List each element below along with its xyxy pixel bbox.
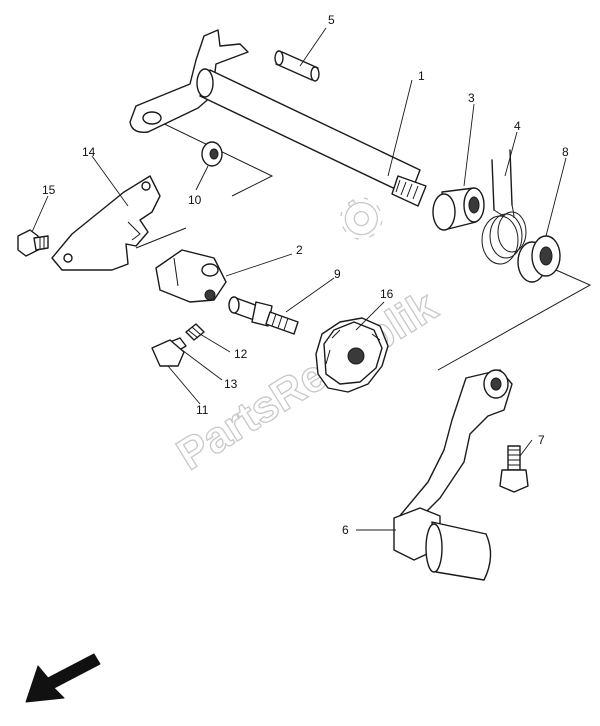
bolt-15 xyxy=(17,229,49,257)
watermark: PartsRepublik xyxy=(168,197,446,480)
plate xyxy=(51,175,161,271)
collar xyxy=(432,187,485,231)
callout-11: 11 xyxy=(196,403,209,417)
shaft-bracket xyxy=(129,29,249,133)
leader-lines xyxy=(31,27,567,531)
callout-10: 10 xyxy=(188,193,202,207)
callout-15: 15 xyxy=(42,183,56,197)
callout-7: 7 xyxy=(538,433,545,447)
callout-4: 4 xyxy=(514,119,521,133)
torsion-spring xyxy=(481,149,527,265)
callout-1: 1 xyxy=(418,69,425,83)
pinch-bolt xyxy=(499,445,529,493)
front-direction-arrow-icon xyxy=(25,653,101,703)
shift-shaft xyxy=(129,29,427,207)
bushing xyxy=(517,235,561,283)
gear-icon xyxy=(340,197,383,240)
shift-pedal xyxy=(393,369,513,581)
assembly-guide-lines xyxy=(135,117,592,371)
shaft-body xyxy=(199,69,421,197)
callout-9: 9 xyxy=(334,267,341,281)
callout-16: 16 xyxy=(380,287,394,301)
pin xyxy=(274,50,320,82)
pedal-tip xyxy=(431,521,492,581)
roller xyxy=(151,339,185,367)
callout-2: 2 xyxy=(296,243,303,257)
callout-8: 8 xyxy=(562,145,569,159)
stopper-wheel xyxy=(315,317,389,393)
callout-12: 12 xyxy=(234,347,248,361)
washer xyxy=(201,141,223,167)
callout-14: 14 xyxy=(82,145,96,159)
callout-labels: 1 2 3 4 5 6 7 8 9 10 11 12 13 14 15 16 xyxy=(42,13,569,537)
callout-6: 6 xyxy=(342,523,349,537)
bolt-9 xyxy=(228,296,299,335)
callout-5: 5 xyxy=(328,13,335,27)
callout-13: 13 xyxy=(224,377,238,391)
watermark-text: PartsRepublik xyxy=(168,281,445,480)
shift-arm xyxy=(155,249,227,303)
callout-3: 3 xyxy=(468,91,475,105)
spring-12 xyxy=(185,323,205,341)
